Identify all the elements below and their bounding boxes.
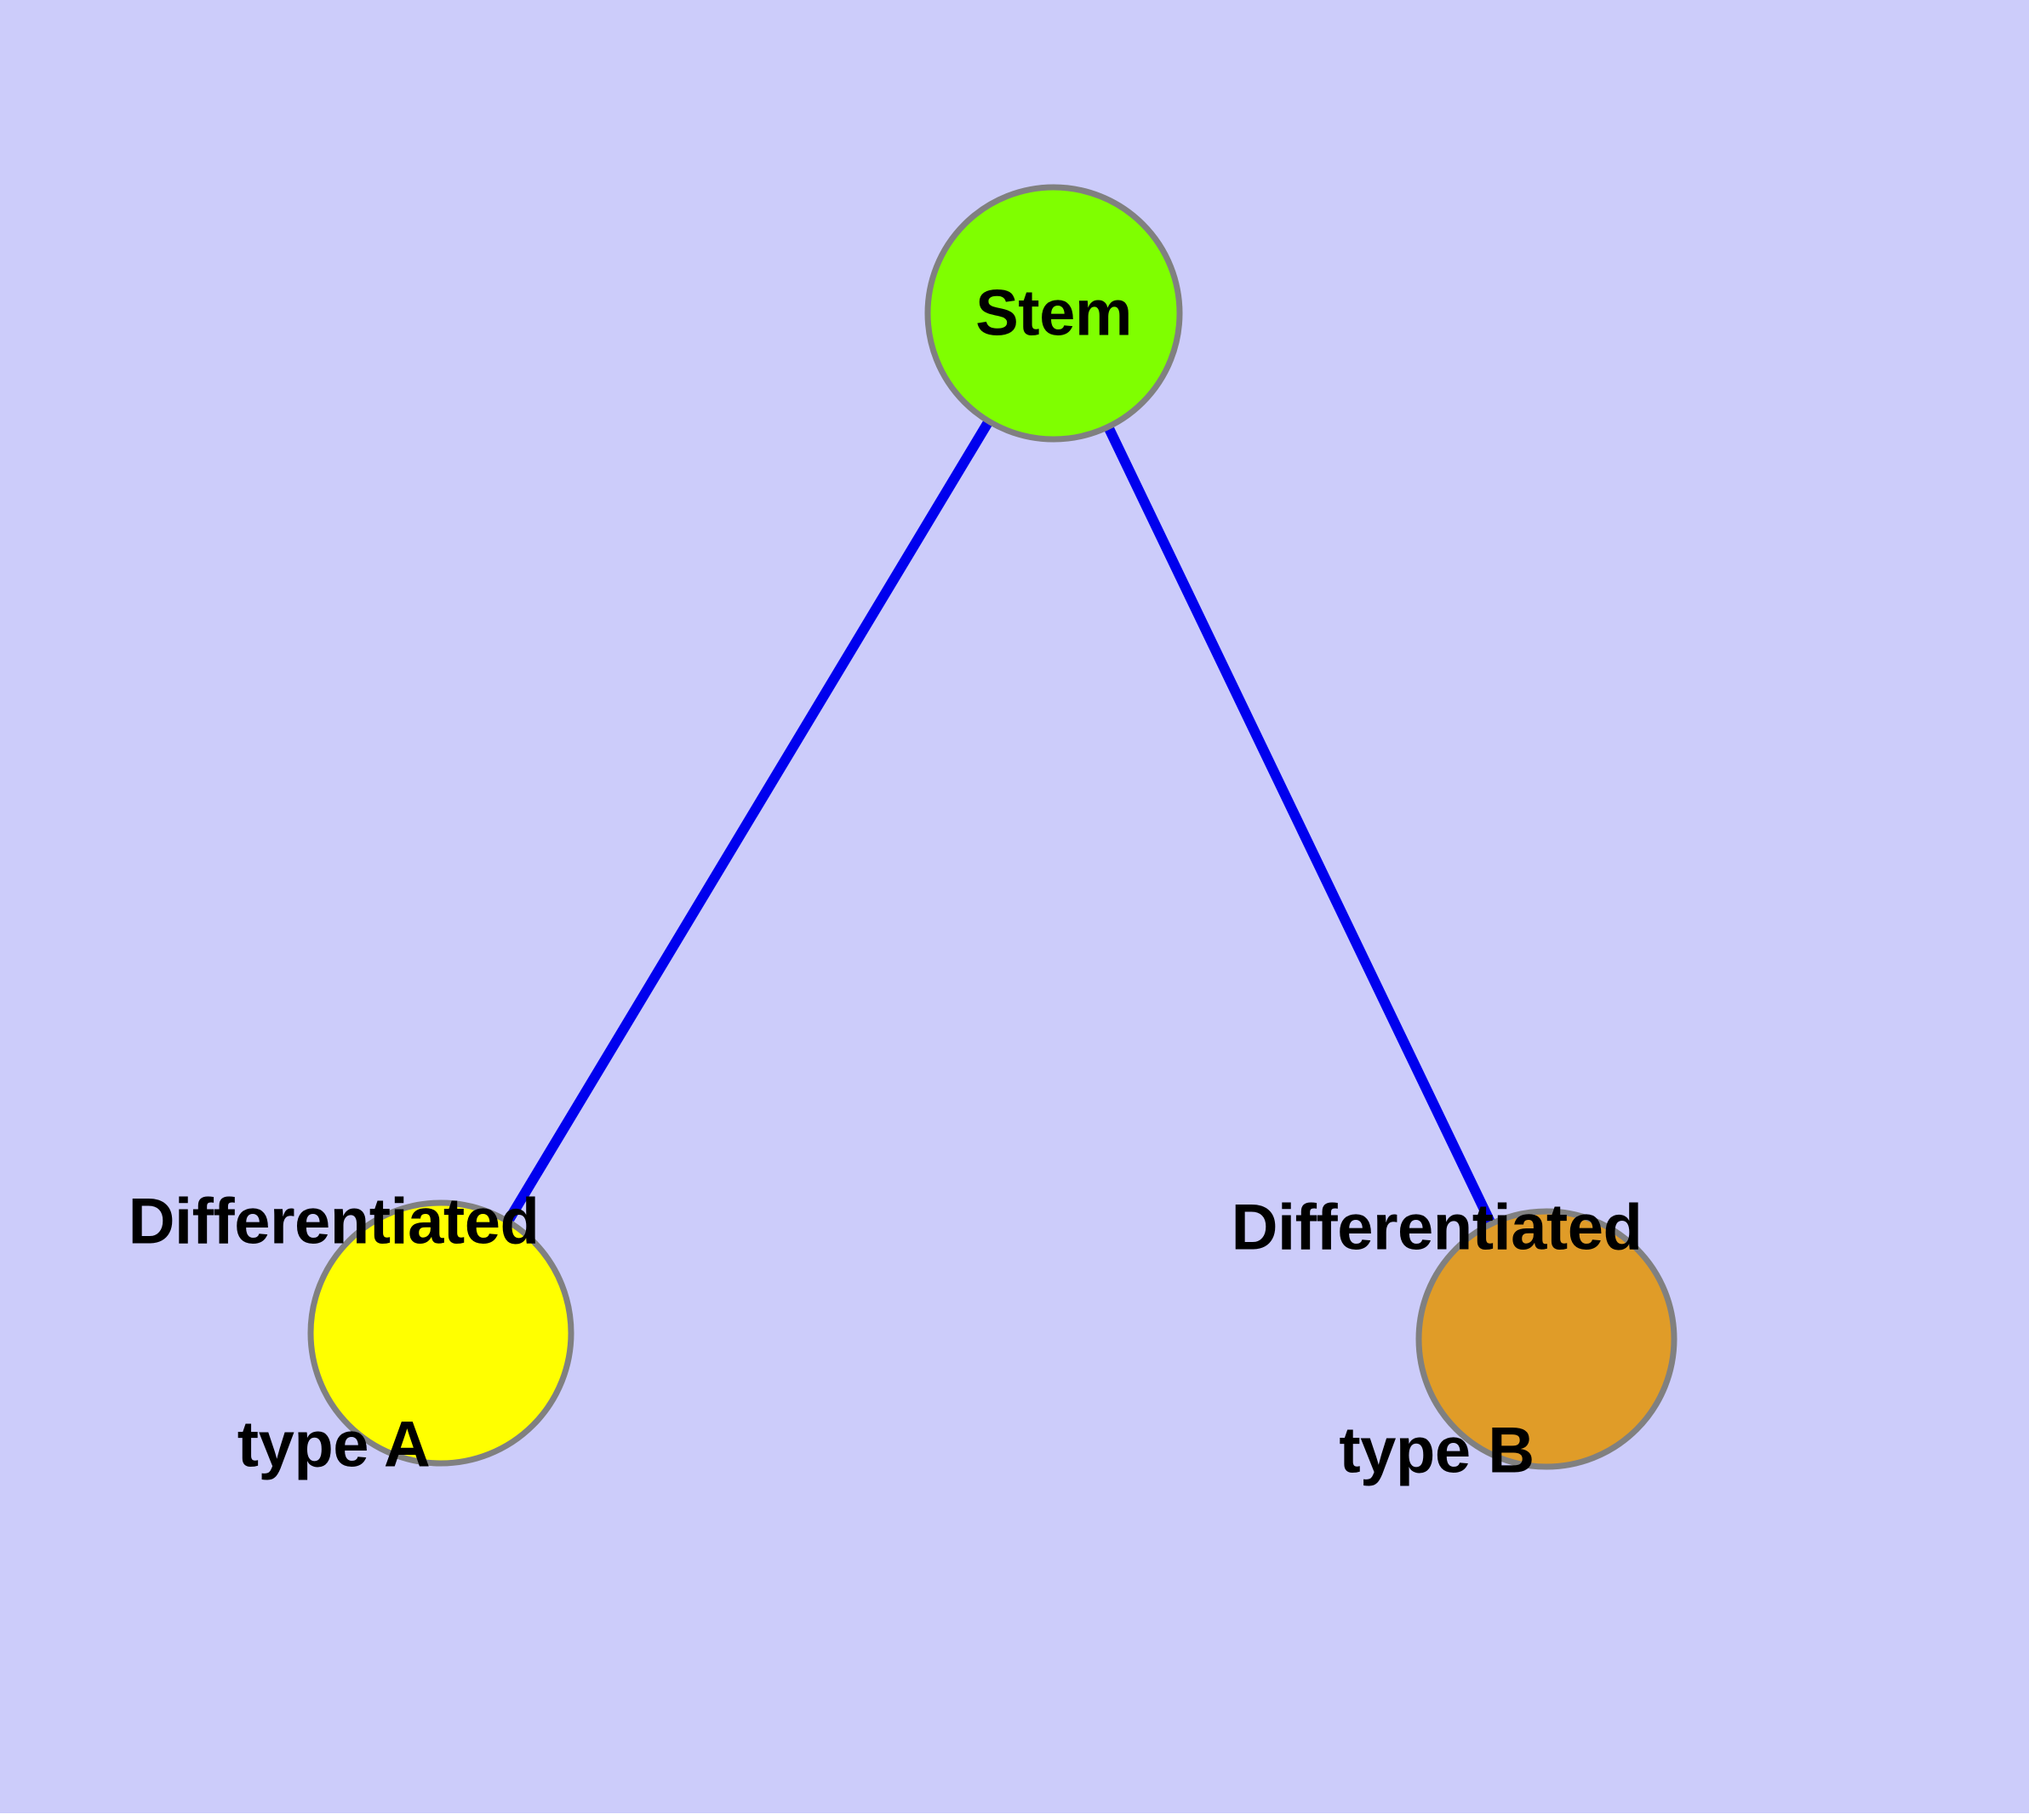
edge-stem-to-differentiated-type-b [1049, 311, 1552, 1342]
node-differentiated-type-a[interactable] [307, 1199, 574, 1467]
node-differentiated-type-b[interactable] [1415, 1208, 1677, 1470]
edge-stem-to-differentiated-type-a [436, 310, 1059, 1336]
node-stem[interactable] [924, 184, 1183, 443]
